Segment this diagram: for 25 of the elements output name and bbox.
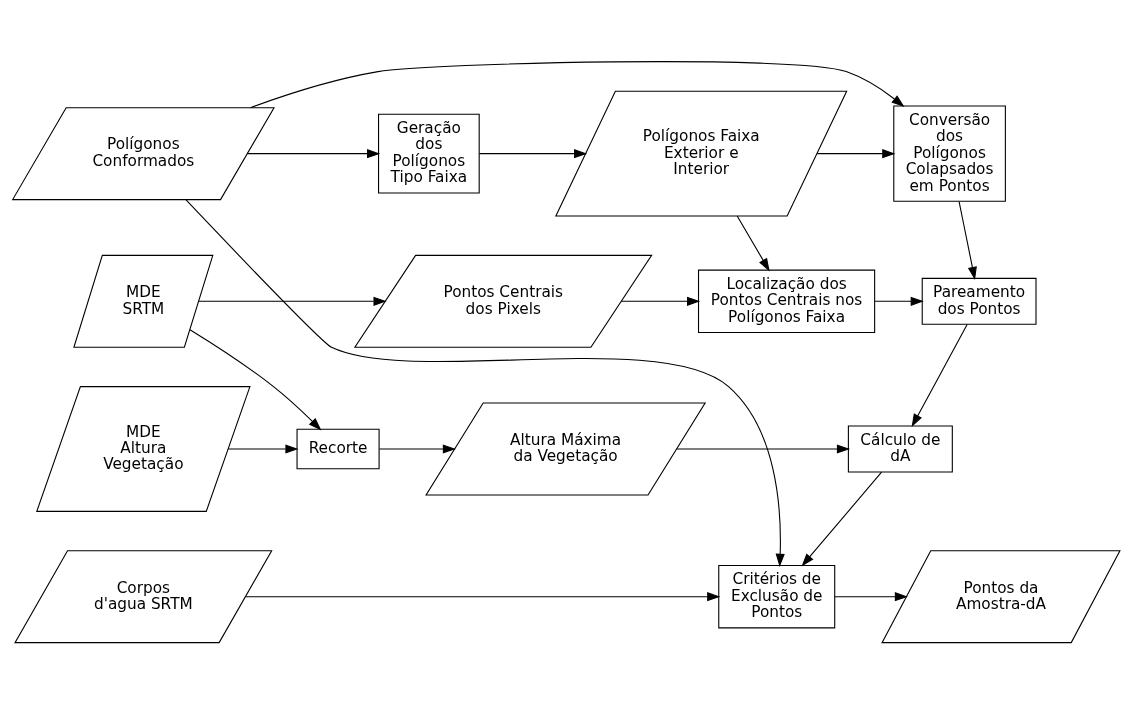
node-box: Pareamento dos Pontos (921, 277, 1037, 325)
arrow (801, 471, 883, 567)
node-box: Geração dos Polígonos Tipo Faixa (378, 113, 480, 194)
arrow (834, 592, 908, 602)
node-box: Critérios de Exclusão de Pontos (718, 564, 836, 629)
arrow (620, 296, 701, 306)
node-box: Recorte (296, 428, 380, 470)
arrow (198, 296, 387, 306)
arrow (245, 592, 721, 602)
arrow (874, 296, 924, 306)
arrow (189, 329, 322, 431)
arrow (378, 444, 456, 454)
node-box: Localização dos Pontos Centrais nos Polígonos Faixa (697, 269, 876, 334)
arrow (736, 215, 770, 272)
arrow (478, 149, 588, 159)
node-box: Conversão dos Polígonos Colapsados em Pontos (893, 105, 1006, 202)
arrow (246, 149, 381, 159)
arrow (958, 201, 977, 280)
arrow (185, 199, 785, 567)
arrow (250, 61, 905, 109)
arrow (676, 444, 851, 454)
arrow (816, 149, 896, 159)
arrow (911, 323, 968, 428)
node-box: Cálculo de dA (847, 425, 953, 473)
arrow (227, 444, 299, 454)
